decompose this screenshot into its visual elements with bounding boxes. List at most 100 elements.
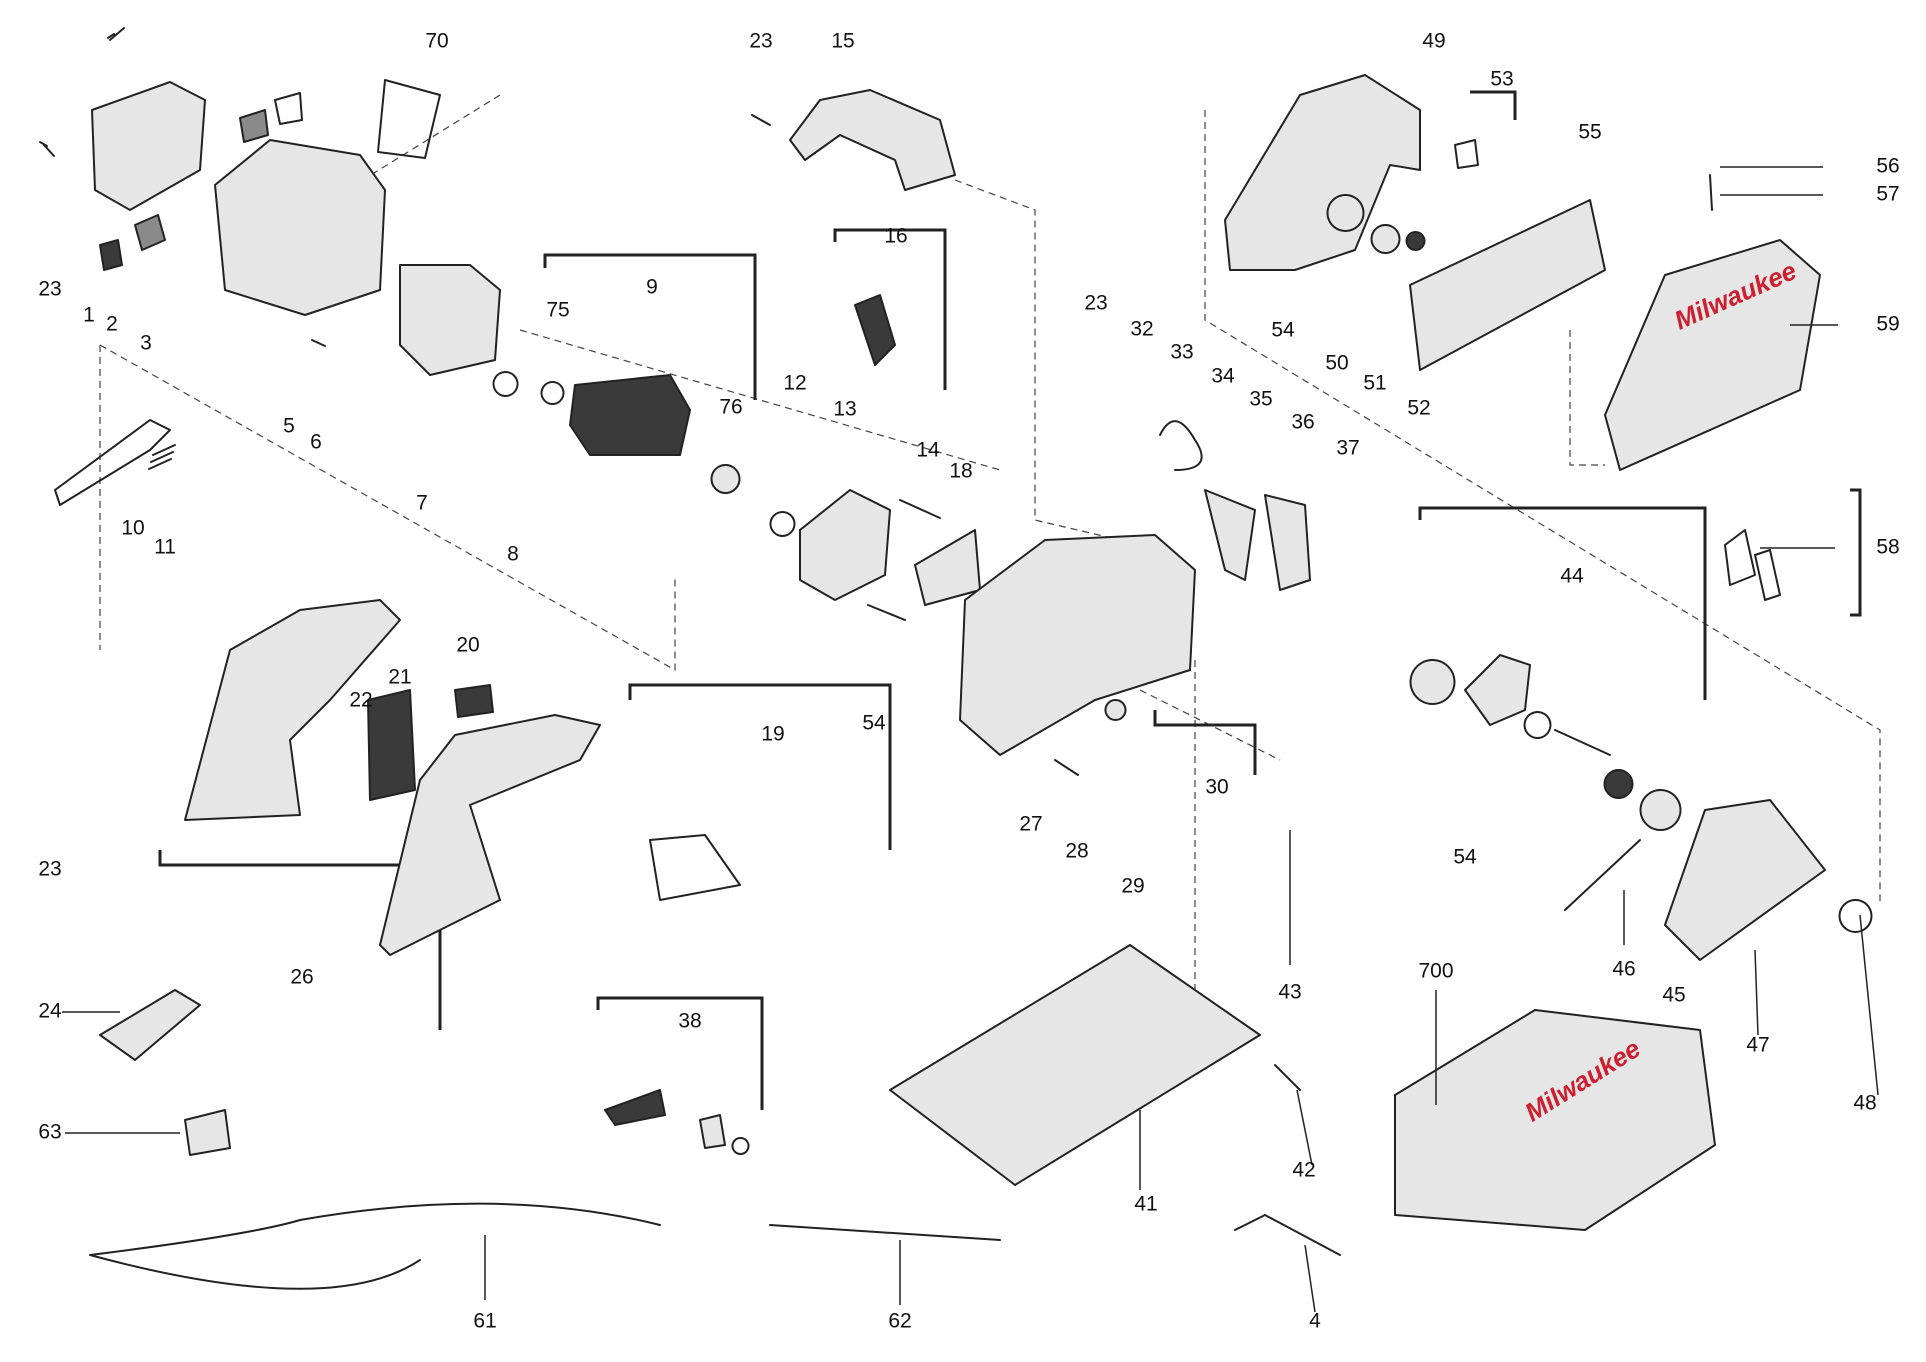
label-6: 6 <box>310 431 322 454</box>
label-700: 700 <box>1418 960 1453 983</box>
label-63: 63 <box>38 1121 61 1144</box>
label-41: 41 <box>1134 1193 1157 1216</box>
label-53: 53 <box>1490 68 1513 91</box>
label-20: 20 <box>456 634 479 657</box>
label-1: 1 <box>83 304 95 327</box>
base-plate-icon <box>889 944 1261 1186</box>
label-10: 10 <box>121 517 144 540</box>
motor-cover-icon <box>799 489 891 601</box>
screw-icon <box>751 114 771 126</box>
bolt-icon <box>899 499 941 519</box>
washer-icon <box>540 381 565 405</box>
flange-icon <box>1370 224 1401 254</box>
hex-key-icon <box>1234 1214 1341 1256</box>
handle-parts <box>89 599 661 1290</box>
label-19: 19 <box>761 723 784 746</box>
spring-clip-icon <box>311 339 326 347</box>
lower-guard-icon <box>1664 799 1826 961</box>
label-16: 16 <box>884 225 907 248</box>
label-26: 26 <box>290 966 313 989</box>
label-75: 75 <box>546 299 569 322</box>
motor-housing-icon <box>214 139 386 316</box>
bolt-icon <box>1054 759 1079 776</box>
label-57: 57 <box>1876 183 1899 206</box>
label-54-b: 54 <box>1271 319 1295 342</box>
depth-lever-parts <box>604 834 1001 1241</box>
label-11: 11 <box>154 536 176 559</box>
flange-icon <box>1326 194 1365 232</box>
label-62: 62 <box>888 1310 911 1333</box>
group-brackets <box>158 90 1862 1110</box>
label-14: 14 <box>916 439 940 462</box>
trigger-icon <box>854 294 896 366</box>
label-3: 3 <box>140 332 152 355</box>
label-29: 29 <box>1121 875 1144 898</box>
label-45: 45 <box>1662 984 1685 1007</box>
bracket-icon <box>1454 139 1479 169</box>
label-37: 37 <box>1336 437 1359 460</box>
label-44: 44 <box>1560 565 1584 588</box>
cable-icon <box>769 1224 1001 1241</box>
label-22: 22 <box>349 689 372 712</box>
label-28: 28 <box>1065 840 1088 863</box>
label-30: 30 <box>1205 776 1228 799</box>
bolt-icon <box>867 604 906 621</box>
part-labels: 70 23 1 2 3 5 6 7 8 75 9 76 10 11 23 15 … <box>38 30 1899 1333</box>
power-cord-icon <box>89 1202 661 1290</box>
plug-icon <box>99 989 201 1061</box>
label-23-d: 23 <box>1084 292 1107 315</box>
top-handle-parts <box>751 89 981 621</box>
label-5: 5 <box>283 415 295 438</box>
field-coil-icon <box>399 264 501 376</box>
gear-icon <box>1409 659 1456 705</box>
label-24: 24 <box>38 1000 62 1023</box>
label-52: 52 <box>1407 397 1430 420</box>
label-34: 34 <box>1211 365 1235 388</box>
label-27: 27 <box>1019 813 1042 836</box>
label-4: 4 <box>1309 1310 1321 1333</box>
label-56: 56 <box>1876 155 1899 178</box>
capacitor-icon <box>184 1109 231 1156</box>
end-cap-icon <box>91 81 206 211</box>
label-35: 35 <box>1249 388 1272 411</box>
label-7: 7 <box>416 492 428 515</box>
label-15: 15 <box>831 30 854 53</box>
label-23-b: 23 <box>749 30 772 53</box>
carry-case-icon <box>1394 1009 1716 1231</box>
o-ring-icon <box>769 511 796 537</box>
rod-icon <box>1564 839 1641 911</box>
bracket-icon <box>1724 529 1756 586</box>
spindle-icon <box>1554 729 1611 756</box>
label-49: 49 <box>1422 30 1445 53</box>
arm-icon <box>1204 489 1256 581</box>
label-9: 9 <box>646 276 658 299</box>
label-47: 47 <box>1746 1034 1769 1057</box>
cover-plate-icon <box>1264 494 1311 591</box>
handle-half-icon <box>379 714 601 956</box>
label-8: 8 <box>507 543 519 566</box>
bushing-icon <box>1104 699 1127 721</box>
label-plate-icon <box>377 79 441 159</box>
lever-icon <box>604 1089 666 1126</box>
label-38: 38 <box>678 1010 701 1033</box>
label-54-c: 54 <box>1453 846 1477 869</box>
terminal-clip-icon <box>239 109 269 143</box>
label-32: 32 <box>1130 318 1153 341</box>
switch-icon <box>367 689 416 801</box>
label-58: 58 <box>1876 536 1899 559</box>
brush-holder-icon <box>99 239 123 271</box>
label-61: 61 <box>473 1310 496 1333</box>
spring-icon <box>1159 420 1203 471</box>
blade-cover-icon <box>1604 239 1821 471</box>
bearing-icon <box>1603 769 1634 799</box>
label-70: 70 <box>425 30 448 53</box>
label-48: 48 <box>1853 1092 1876 1115</box>
label-23: 23 <box>38 278 61 301</box>
retaining-ring-icon <box>1838 899 1873 933</box>
label-42: 42 <box>1292 1159 1315 1182</box>
upper-guard-icon <box>1224 74 1421 271</box>
pin-icon <box>1274 1064 1301 1091</box>
label-50: 50 <box>1325 352 1348 375</box>
gear-housing-icon <box>959 534 1196 756</box>
